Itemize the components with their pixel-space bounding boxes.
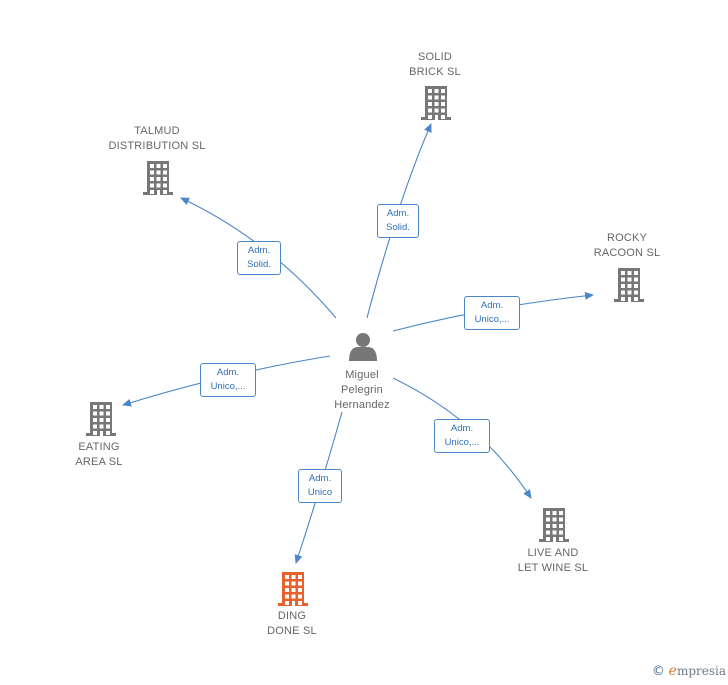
company-name-talmud-distribution: TALMUD DISTRIBUTION SL [108, 125, 206, 152]
relation-label-talmud-distribution[interactable]: Adm. Solid. [237, 241, 281, 275]
relation-label-live-and-let-wine[interactable]: Adm. Unico,... [434, 419, 490, 453]
company-name-eating-area: EATING AREA SL [75, 441, 123, 468]
building-icon[interactable] [539, 508, 569, 543]
relation-label-eating-area[interactable]: Adm. Unico,... [200, 363, 256, 397]
relation-label-ding-done[interactable]: Adm. Unico [298, 469, 342, 503]
relation-label-solid-brick[interactable]: Adm. Solid. [377, 204, 419, 238]
company-name-solid-brick: SOLID BRICK SL [409, 51, 461, 78]
brand-footer: © empresia [652, 663, 726, 679]
building-icon[interactable] [278, 572, 308, 607]
relation-label-rocky-racoon[interactable]: Adm. Unico,... [464, 296, 520, 330]
brand-name: mpresia [676, 664, 726, 678]
copyright-icon: © [651, 664, 665, 679]
center-person-name: Miguel Pelegrin Hernandez [334, 369, 390, 411]
company-name-ding-done: DING DONE SL [267, 610, 317, 637]
brand-initial: e [668, 663, 677, 679]
nodes [86, 86, 644, 607]
company-name-rocky-racoon: ROCKY RACOON SL [593, 232, 661, 259]
building-icon[interactable] [86, 402, 116, 437]
company-name-live-and-let-wine: LIVE AND LET WINE SL [517, 547, 589, 574]
building-icon[interactable] [614, 268, 644, 303]
building-icon[interactable] [421, 86, 451, 121]
person-icon[interactable] [349, 333, 377, 361]
building-icon[interactable] [143, 161, 173, 196]
